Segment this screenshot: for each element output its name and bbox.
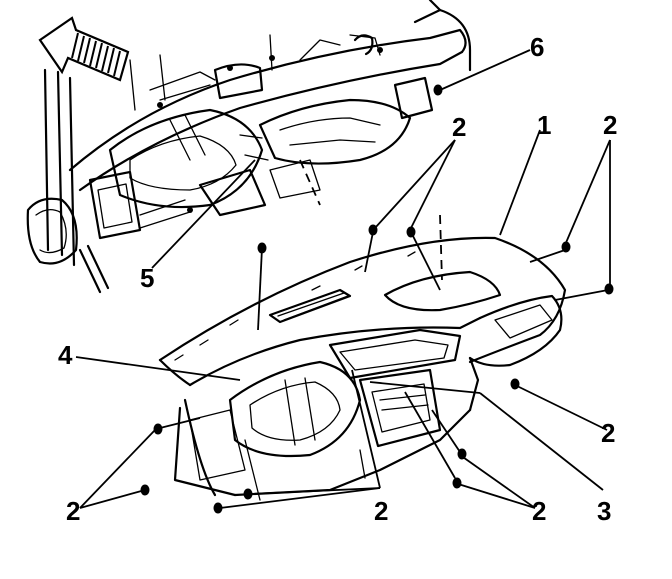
callout-4: 4 (58, 340, 73, 370)
callout-labels: 6 1 2 2 5 4 2 2 2 2 3 (58, 32, 617, 526)
callout-1: 1 (537, 110, 551, 140)
callout-2-bottom-mid: 2 (374, 496, 388, 526)
callout-2-bottom-right: 2 (532, 496, 546, 526)
callout-5: 5 (140, 263, 154, 293)
front-direction-arrow-icon (38, 16, 130, 82)
callout-3: 3 (597, 496, 611, 526)
callout-2-top-right: 2 (603, 110, 617, 140)
callout-2-top-mid: 2 (452, 112, 466, 142)
callout-2-bottom-left: 2 (66, 496, 80, 526)
bolt-icon (140, 84, 614, 514)
callout-6: 6 (530, 32, 544, 62)
callout-2-right: 2 (601, 418, 615, 448)
leader-lines (75, 49, 611, 509)
instrument-panel-assembly (158, 236, 567, 501)
vehicle-body-structure (26, 0, 472, 294)
